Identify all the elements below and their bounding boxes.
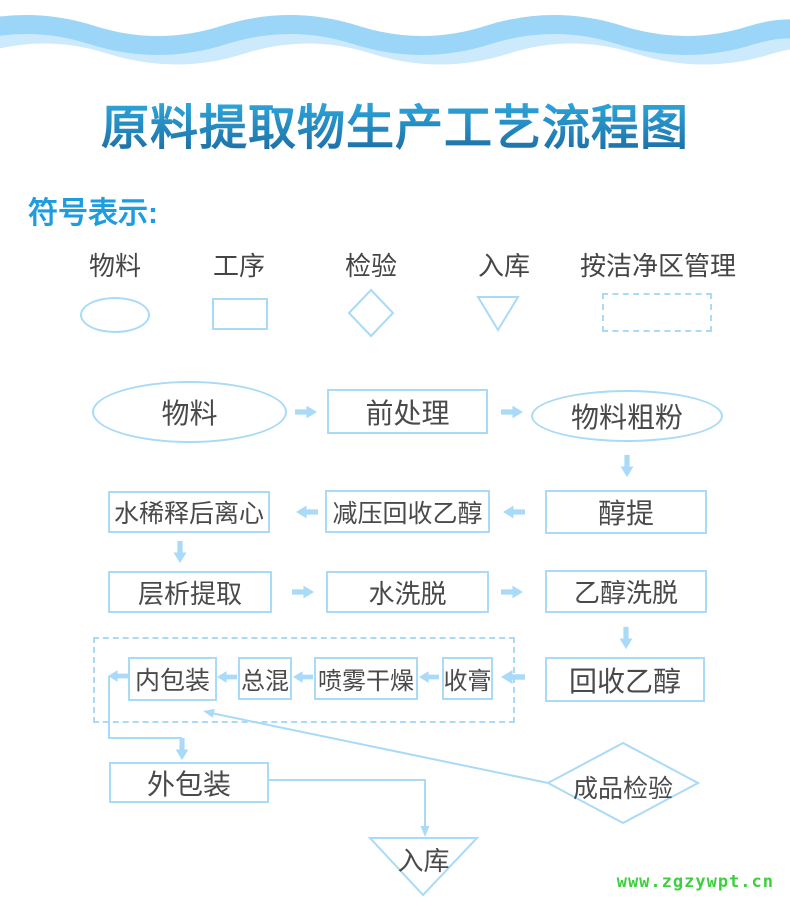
arrow-pretreatment-to-coarse-powder	[501, 405, 523, 419]
node-total-mixing: 总混	[238, 657, 292, 700]
node-paste-collection: 收膏	[442, 657, 493, 700]
arrow-into-outer-packaging	[175, 738, 189, 760]
arrow-water-elution-to-ethanol-elution	[501, 585, 523, 599]
node-warehousing: 入库	[397, 846, 450, 876]
node-ethanol-elution: 乙醇洗脱	[545, 570, 707, 613]
node-alcohol-extraction: 醇提	[545, 490, 707, 534]
arrow-ethanol-elution-to-ethanol-recovery	[619, 626, 633, 650]
legend-label-process: 工序	[212, 251, 265, 281]
arrowhead-into-inner-packaging	[203, 708, 215, 718]
page-title: 原料提取物生产工艺流程图	[0, 88, 790, 158]
legend-diamond-shape	[347, 288, 395, 338]
node-water-dilution-centrifuge: 水稀释后离心	[108, 491, 270, 533]
node-outer-packaging: 外包装	[109, 762, 269, 803]
connector-outer-packaging-to-warehousing	[269, 779, 426, 828]
legend-label-material: 物料	[88, 251, 141, 281]
node-material: 物料	[92, 381, 287, 443]
connector-inner-to-outer-packaging	[108, 676, 182, 739]
node-chromatography-extraction: 层析提取	[108, 571, 272, 613]
node-inner-packaging: 内包装	[128, 657, 217, 701]
node-finished-product-inspection: 成品检验	[572, 775, 673, 803]
wave-decoration-icon	[0, 15, 790, 65]
node-pretreatment: 前处理	[327, 389, 488, 434]
arrow-vacuum-recovery-to-water-dilution	[296, 505, 318, 519]
connector-inspection-to-inner-packaging	[210, 712, 549, 784]
legend-label-inspection: 检验	[344, 251, 397, 281]
warehousing-triangle-shape	[367, 837, 480, 897]
inspection-diamond-shape	[545, 741, 701, 825]
node-spray-drying: 喷雾干燥	[314, 657, 418, 700]
legend-triangle-shape	[476, 296, 520, 332]
arrow-ethanol-recovery-to-paste	[501, 670, 525, 684]
legend-rectangle-shape	[212, 298, 268, 330]
arrow-alcohol-extraction-to-vacuum-recovery	[503, 505, 525, 519]
arrow-chromatography-to-water-elution	[292, 585, 314, 599]
arrow-total-mixing-to-inner-packaging	[217, 671, 237, 683]
clean-area-dashed-box	[93, 637, 515, 723]
watermark: www.zgzywpt.cn	[616, 872, 774, 892]
legend-ellipse-shape	[80, 297, 150, 333]
legend-heading: 符号表示:	[28, 197, 158, 230]
node-coarse-powder: 物料粗粉	[531, 390, 723, 442]
arrow-spray-drying-to-total-mixing	[293, 671, 313, 683]
node-water-elution: 水洗脱	[326, 571, 489, 613]
legend-label-clean-area: 按洁净区管理	[579, 251, 736, 281]
node-ethanol-recovery: 回收乙醇	[545, 657, 705, 702]
arrowhead-into-warehousing	[420, 826, 430, 837]
arrow-paste-to-spray-drying	[419, 671, 439, 683]
arrow-coarse-powder-to-alcohol-extraction	[620, 454, 634, 478]
legend-label-warehouse: 入库	[477, 251, 530, 281]
node-vacuum-ethanol-recovery: 减压回收乙醇	[325, 490, 490, 533]
arrow-material-to-pretreatment	[295, 405, 317, 419]
wave-dark-path	[0, 15, 790, 55]
legend-dashed-rectangle-shape	[602, 293, 712, 332]
arrow-water-dilution-to-chromatography	[173, 540, 187, 564]
arrow-inner-packaging-out	[108, 670, 128, 682]
